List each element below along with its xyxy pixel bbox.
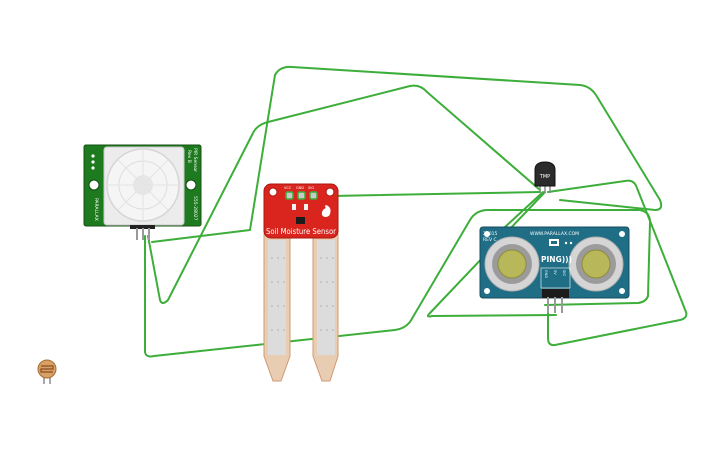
wire-pir-to-ping-bottom[interactable]: [144, 209, 651, 358]
soil-prong-dots: [271, 257, 334, 331]
pir-pad-2: [91, 160, 95, 164]
soil-pin-label-gnd: GND: [296, 186, 304, 190]
soil-mount-hole-left: [268, 187, 278, 197]
pir-dome-facets: [107, 149, 179, 221]
ping-header: [542, 289, 569, 298]
soil-pin-sig[interactable]: [309, 191, 318, 200]
ping-pin-label-sig: SIG: [562, 270, 566, 276]
tmp-label: TMP: [539, 174, 550, 180]
ldr-squiggle: [40, 365, 54, 373]
pir-mount-hole-right: [185, 179, 197, 191]
pir-sensor[interactable]: PARALLAX PIR Sensor Rev B 555-28027: [83, 144, 202, 240]
ping-sensor[interactable]: 28015 REV C WWW.PARALLAX.COM PING))) GND…: [479, 226, 630, 313]
wire-temp-loop-left[interactable]: [426, 191, 557, 318]
soil-pin-label-vcc: VCC: [284, 186, 292, 190]
pir-label-2: Rev B: [186, 150, 192, 163]
soil-transistor: [296, 217, 305, 224]
ping-chip-inner: [551, 241, 557, 244]
pir-mount-hole-left: [88, 179, 100, 191]
pir-pad-3: [91, 166, 95, 170]
wires: [144, 65, 688, 358]
soil-pin-vcc[interactable]: [285, 191, 294, 200]
pir-brand: PARALLAX: [93, 198, 99, 221]
ping-hole-tr: [619, 231, 625, 237]
soil-pin-label-sig: SIG: [308, 186, 314, 190]
ping-revision: REV C: [483, 237, 497, 243]
ping-transducer-left-inner: [497, 249, 527, 279]
pir-label-1: PIR Sensor: [192, 148, 198, 172]
soil-board: [263, 183, 339, 239]
ping-pin-label-gnd: GND: [544, 270, 548, 278]
pir-pad-1: [91, 154, 95, 158]
ping-hole-bl: [484, 288, 490, 294]
ping-hole-br: [619, 288, 625, 294]
sparkfun-flame-icon: [321, 205, 331, 217]
soil-left-trace: [268, 240, 286, 355]
soil-mount-hole-right: [325, 187, 335, 197]
pir-header: [130, 225, 155, 229]
temperature-sensor[interactable]: TMP: [534, 161, 556, 193]
photoresistor[interactable]: [37, 359, 57, 384]
tmp-body: [534, 161, 556, 187]
wire-pir-to-temp-top[interactable]: [147, 84, 541, 304]
wire-soil-to-temp[interactable]: [331, 191, 541, 197]
soil-smd-1: [292, 204, 296, 210]
pir-label-3: 555-28027: [192, 196, 198, 221]
soil-label: Soil Moisture Sensor: [266, 227, 337, 236]
ping-part-number: 28015: [483, 231, 497, 237]
soil-right-trace: [317, 240, 335, 355]
ping-header-box: [540, 267, 571, 289]
ping-pin-label-5v: 5V: [553, 270, 557, 275]
soil-smd-2: [304, 204, 308, 210]
ping-transducer-right-inner: [581, 249, 611, 279]
soil-moisture-sensor[interactable]: VCC GND SIG Soil Moisture Sensor: [263, 183, 339, 382]
soil-pin-gnd[interactable]: [297, 191, 306, 200]
ping-name: PING))): [541, 255, 572, 264]
ping-led-1: [564, 241, 568, 245]
wire-temp-loop-right[interactable]: [547, 179, 688, 347]
ping-website: WWW.PARALLAX.COM: [530, 231, 579, 237]
wire-pir-to-ping-right[interactable]: [151, 65, 663, 243]
ping-hole-tl: [484, 231, 490, 237]
ping-led-2: [569, 241, 573, 245]
wire-temp-to-ping-left[interactable]: [504, 191, 544, 228]
